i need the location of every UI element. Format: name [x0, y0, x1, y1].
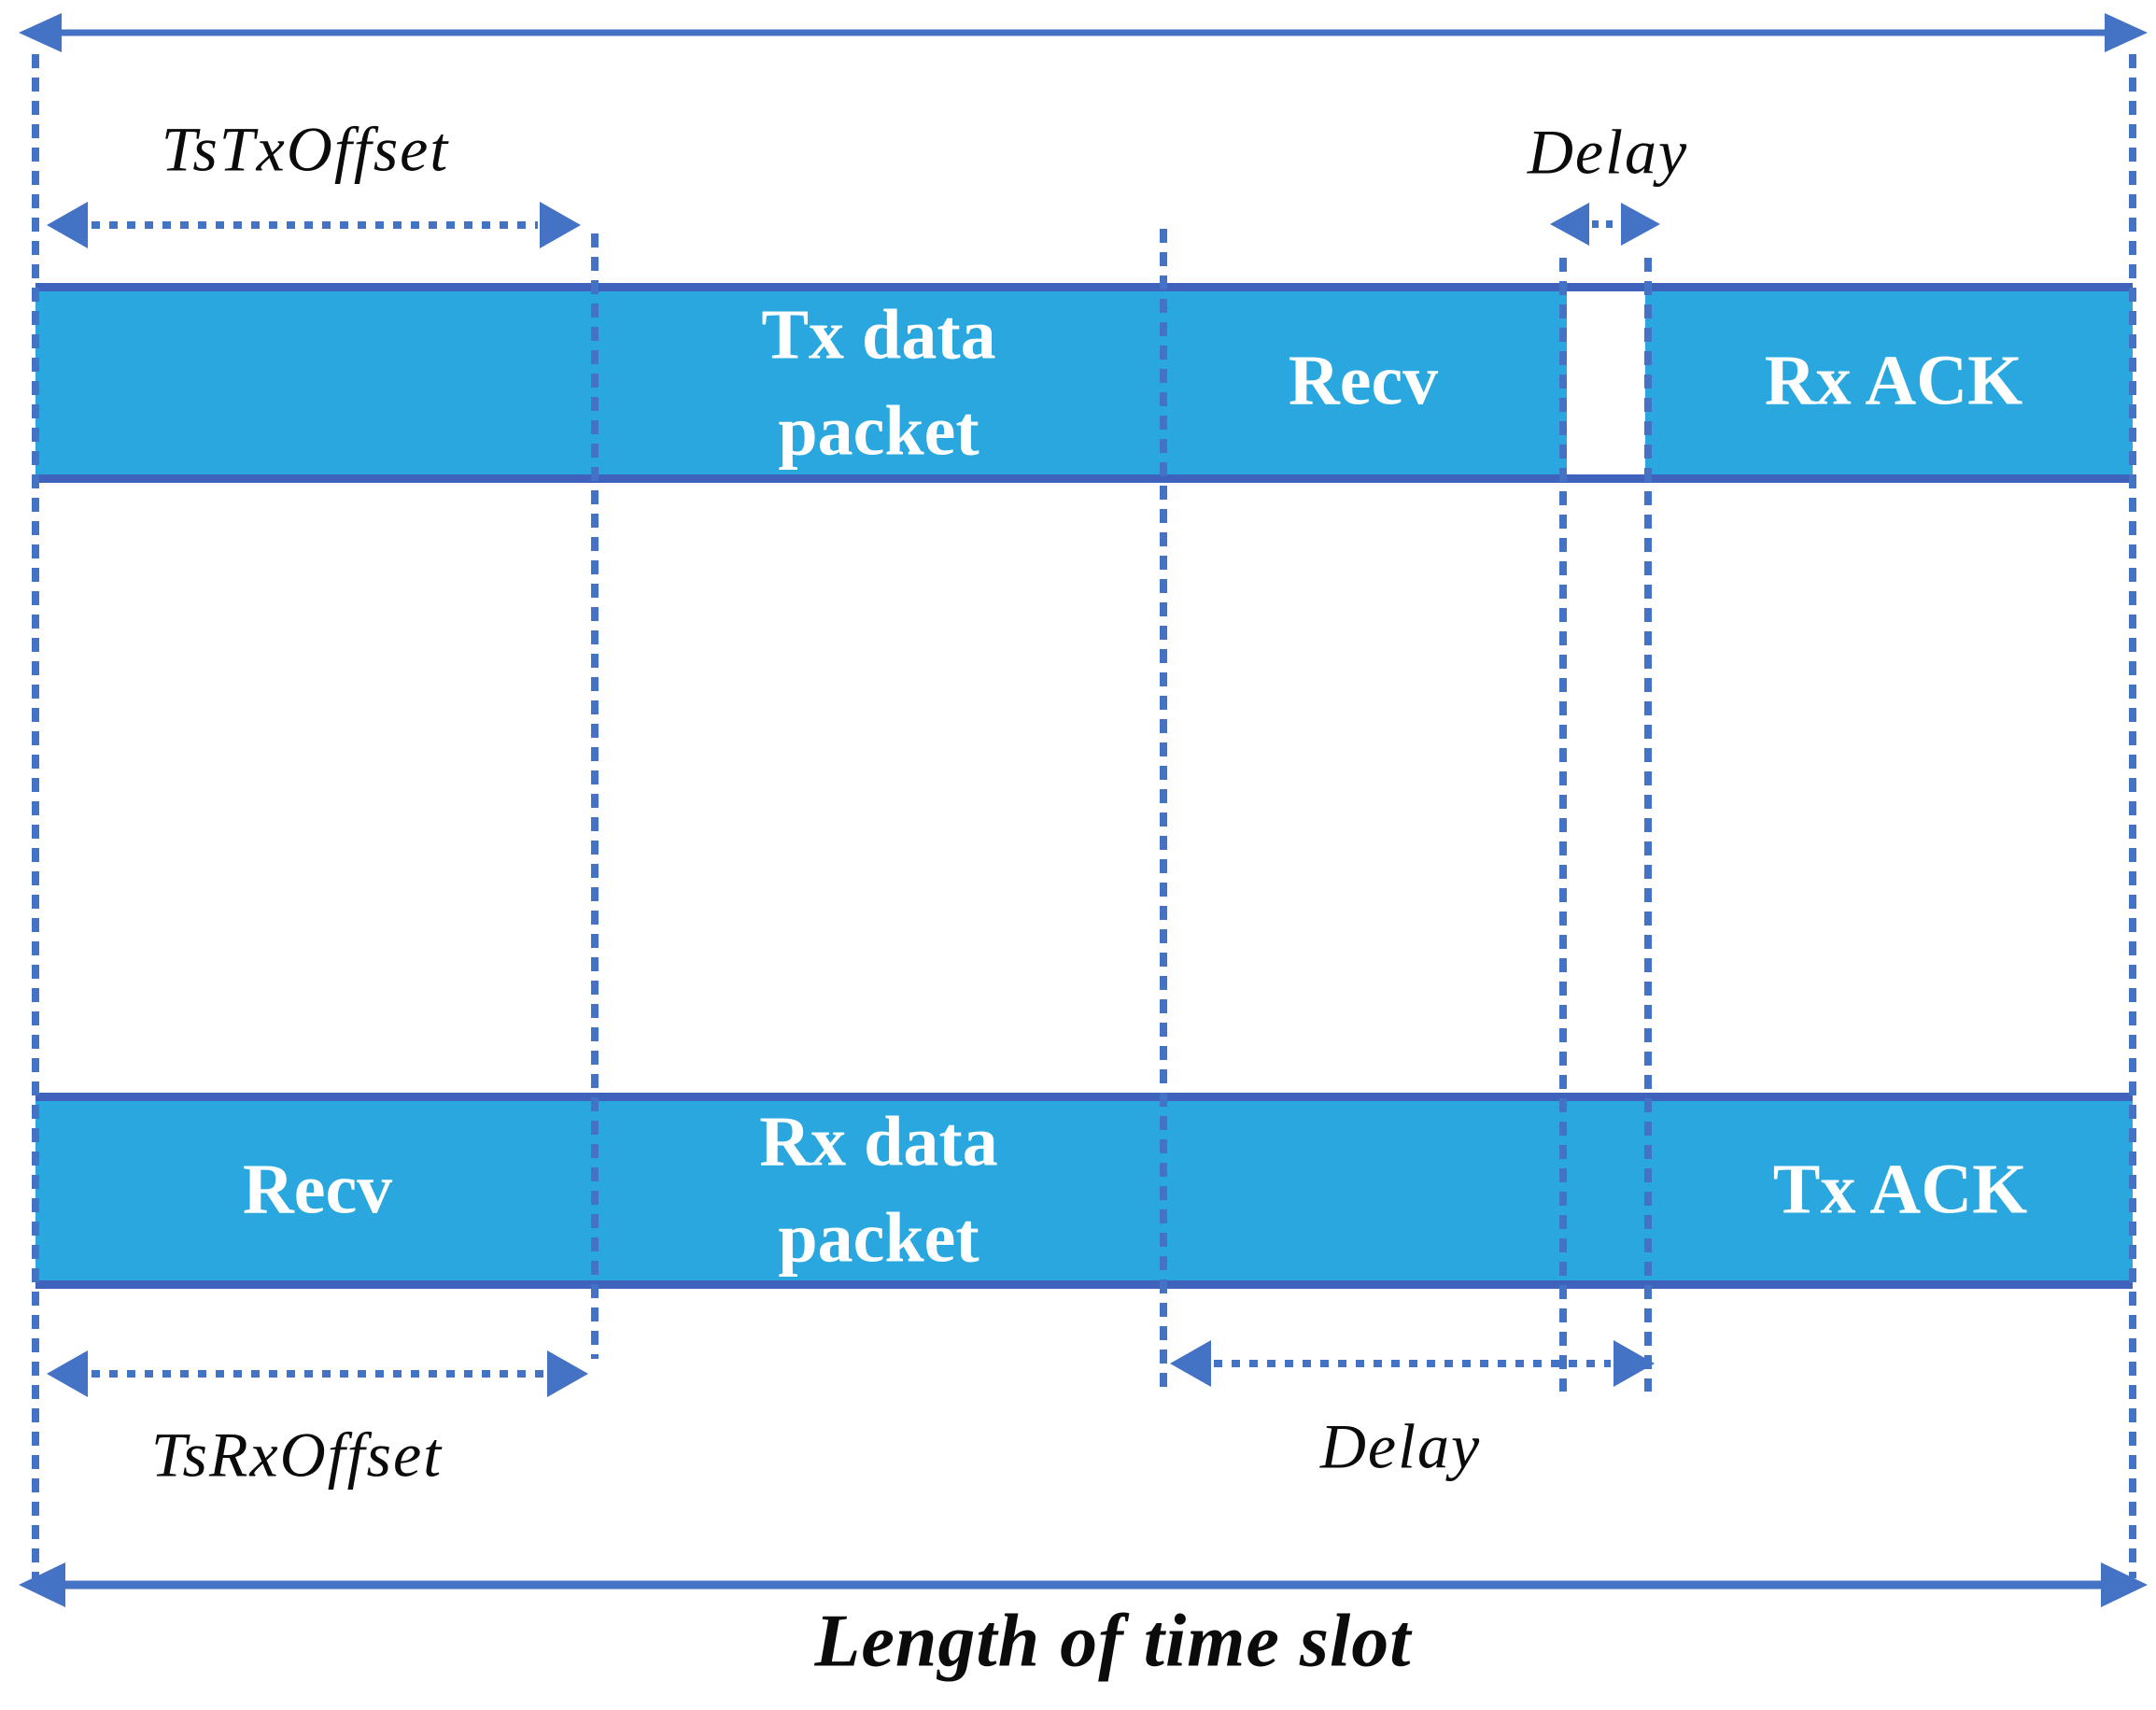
timeslot-span-arrow-top [19, 13, 2148, 52]
segment-label-line: Rx data [759, 1102, 998, 1181]
arrowhead-left-icon [19, 1562, 65, 1607]
segment-label-line: packet [778, 1198, 979, 1277]
ts-rx-offset-label: TsRxOffset [150, 1419, 444, 1491]
arrowhead-left-icon [19, 13, 62, 52]
segment-label-recv-top: Recv [1288, 341, 1439, 420]
arrowhead-right-icon [1621, 203, 1660, 246]
delay-bottom-label: Delay [1319, 1410, 1482, 1482]
segment-label-line: Tx data [761, 295, 996, 375]
ts-tx-offset-arrow [47, 202, 581, 248]
arrowhead-right-icon [547, 1350, 588, 1397]
segment-label-rx-data-packet: Rx data packet [759, 1094, 997, 1285]
segment-label-line: packet [778, 391, 979, 470]
arrowhead-left-icon [47, 1350, 88, 1397]
arrowhead-left-icon [1550, 203, 1589, 246]
segment-label-tx-data-packet: Tx data packet [761, 287, 995, 478]
arrowhead-left-icon [47, 202, 88, 248]
ts-rx-offset-arrow [47, 1350, 588, 1397]
delay-top-label: Delay [1527, 116, 1689, 188]
sender-timeline-bar [35, 283, 2133, 483]
segment-label-tx-ack: Tx ACK [1772, 1150, 2028, 1229]
ts-tx-offset-label: TsTxOffset [161, 113, 450, 185]
arrowhead-right-icon [1613, 1340, 1655, 1387]
arrowhead-right-icon [540, 202, 581, 248]
delay-arrow-top [1550, 203, 1660, 246]
receiver-timeline-bar [35, 1093, 2133, 1289]
delay-arrow-bottom [1170, 1340, 1655, 1387]
arrowhead-right-icon [2101, 1562, 2148, 1607]
length-of-time-slot-label: Length of time slot [814, 1600, 1412, 1683]
arrowhead-right-icon [2105, 13, 2148, 52]
arrowhead-left-icon [1170, 1340, 1211, 1387]
segment-label-rx-ack: Rx ACK [1764, 341, 2023, 420]
segment-label-recv-bottom: Recv [242, 1150, 393, 1229]
delay-gap-region [1567, 291, 1645, 474]
